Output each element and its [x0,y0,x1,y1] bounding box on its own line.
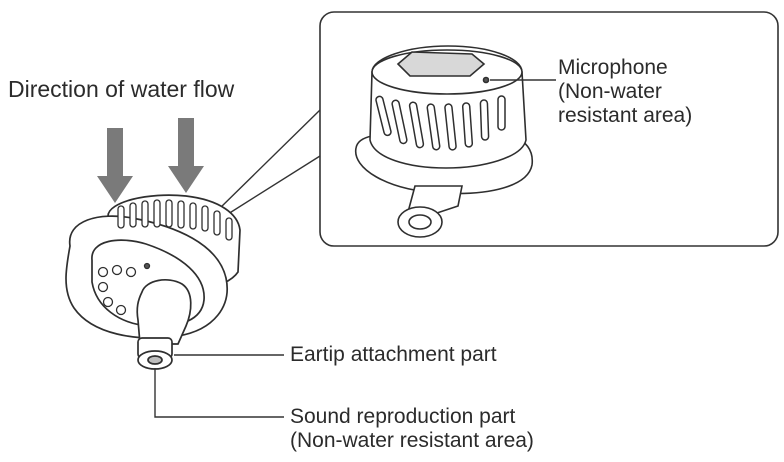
water-flow-arrow-right [168,118,204,193]
microphone-hole [482,76,490,84]
earbud-neck [136,279,192,345]
earbud-sensor-dots [97,262,151,316]
earbud-nozzle-hole [147,355,163,365]
leader-lines [154,354,284,418]
sound-reproduction-label-line1: Sound reproduction part [290,405,516,428]
microphone-label-line1: Microphone [558,56,668,79]
zoom-touch-pad [396,51,486,77]
water-flow-label: Direction of water flow [8,76,235,102]
microphone-label-line3: resistant area) [558,104,693,127]
earbud-vent-ridges [117,199,233,241]
sound-reproduction-leader-line [154,368,284,418]
zoom-nozzle-inner [408,214,432,230]
eartip-attachment-label: Eartip attachment part [290,343,497,366]
water-flow-arrow-left [97,128,133,203]
sound-reproduction-label: Sound reproduction part (Non-water resis… [290,405,534,453]
water-flow-arrows [97,118,204,203]
zoom-callout [217,11,779,247]
microphone-label-line2: (Non-water [558,80,662,103]
earbud-wing-inner [91,239,205,328]
zoom-vent-ridges [375,95,506,151]
microphone-label: Microphone (Non-water resistant area) [558,56,692,128]
sound-reproduction-label-line2: (Non-water resistant area) [290,429,534,452]
zoom-callout-frame [319,11,779,247]
zoom-connector-top [217,109,321,211]
earbud-zoom-view [355,45,534,238]
zoom-connector-bottom [227,155,321,215]
